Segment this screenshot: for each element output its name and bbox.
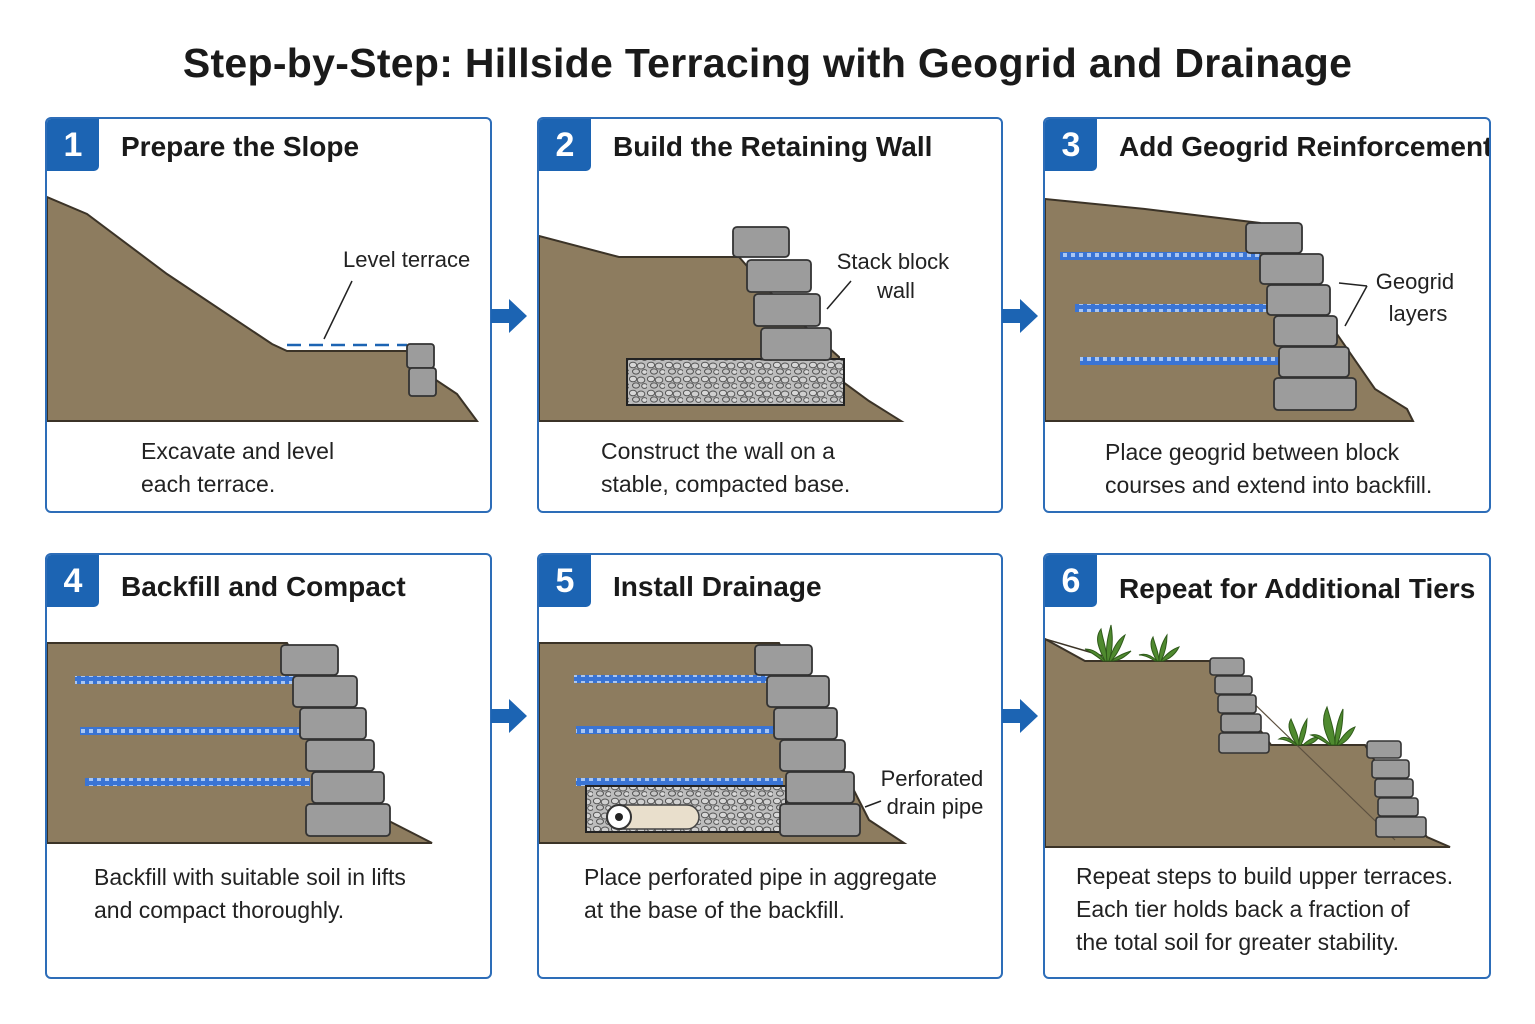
wall-block [773,707,838,740]
wall-block [1377,797,1419,817]
step-4-illustration [47,642,433,844]
wall-block [766,675,830,708]
plant-icon [1138,633,1180,662]
step-2-illustration: Stack block wall [539,226,956,422]
step-6-panel: 6 Repeat for Additional Tiers [1043,553,1491,979]
step-3-illustration: Geogrid layers [1045,197,1460,422]
step-6-illustration [1045,624,1451,848]
wall-block [1273,315,1338,347]
geogrid-layer [576,778,783,786]
wall-block [1220,713,1262,733]
geogrid-layer [1060,252,1260,260]
compacted-gravel-base [626,358,845,406]
plant-icon [1277,717,1320,746]
wall-block [760,327,832,361]
wall-block [1273,377,1357,411]
step-5-panel: 5 Install Drainage Perforated drain pipe… [537,553,1003,979]
step-4-number: 4 [47,555,99,607]
wall-block [1218,732,1270,754]
step-3-number: 3 [1045,119,1097,171]
step-6-caption: Repeat steps to build upper terraces. Ea… [1076,863,1454,955]
wall-block [305,739,375,772]
wall-block [746,259,812,293]
step-2-number: 2 [539,119,591,171]
wall-block [311,771,385,804]
label-leader [323,280,353,340]
label-leader [826,280,852,310]
wall-block [292,675,358,708]
step-5-caption: Place perforated pipe in aggregate at th… [584,864,937,923]
wall-block [1366,740,1402,759]
wall-block [753,293,821,327]
step-3-panel: 3 Add Geogrid Reinforcement Geogrid laye… [1043,117,1491,513]
wall-block [1217,694,1257,714]
step-2-title: Build the Retaining Wall [613,131,933,162]
wall-block [1259,253,1324,285]
stack-block-wall-label: Stack block wall [837,249,956,303]
wall-block [406,343,435,369]
wall-block [1371,759,1410,779]
wall-block [1245,222,1303,254]
geogrid-layer [85,778,310,786]
wall-block [408,367,437,397]
arrow-right-icon [1002,699,1038,733]
wall-block [1209,657,1245,676]
geogrid-layer [1075,304,1280,312]
level-terrace-label: Level terrace [343,247,470,272]
plant-icon [1084,624,1132,662]
geogrid-layers-label: Geogrid layers [1376,269,1460,326]
geogrid-layer [574,675,769,683]
wall-block [779,739,846,772]
step-4-panel: 4 Backfill and Compact Backfill with sui… [45,553,492,979]
geogrid-layer [80,727,305,735]
page-title: Step-by-Step: Hillside Terracing with Ge… [182,40,1353,86]
step-1-illustration: Level terrace [47,195,479,422]
wall-block [785,771,855,804]
step-5-title: Install Drainage [613,571,822,602]
step-3-caption: Place geogrid between block courses and … [1105,439,1433,498]
wall-block [1214,675,1253,695]
wall-block [754,644,813,676]
step-3-title: Add Geogrid Reinforcement [1119,131,1491,162]
arrow-right-icon [491,299,527,333]
step-1-caption: Excavate and level each terrace. [141,438,335,497]
wall-block [305,803,391,837]
plant-icon [1309,705,1356,746]
wall-block [1278,346,1350,378]
drain-pipe-label: Perforated drain pipe [881,766,990,819]
geogrid-layer [1080,357,1280,365]
wall-block [732,226,790,258]
wall-block [1374,778,1414,798]
geogrid-layer [75,676,295,684]
step-1-number: 1 [47,119,99,171]
arrow-right-icon [1002,299,1038,333]
wall-block [779,803,861,837]
step-5-number: 5 [539,555,591,607]
wall-block [1266,284,1331,316]
wall-block [280,644,339,676]
step-6-number: 6 [1045,555,1097,607]
geogrid-layer [576,726,776,734]
label-leader [1344,285,1368,327]
arrow-right-icon [491,699,527,733]
step-5-illustration: Perforated drain pipe [539,642,990,844]
wall-block [299,707,367,740]
label-leader [1338,282,1368,287]
step-2-caption: Construct the wall on a stable, compacte… [601,438,851,497]
wall-block [1375,816,1427,838]
step-1-title: Prepare the Slope [121,131,360,162]
step-2-panel: 2 Build the Retaining Wall Stack block w… [537,117,1003,513]
step-4-title: Backfill and Compact [121,571,406,602]
step-6-title: Repeat for Additional Tiers [1119,573,1476,604]
label-leader [864,800,882,808]
step-4-caption: Backfill with suitable soil in lifts and… [94,864,406,923]
step-1-panel: 1 Prepare the Slope Level terrace Excava… [45,117,492,513]
